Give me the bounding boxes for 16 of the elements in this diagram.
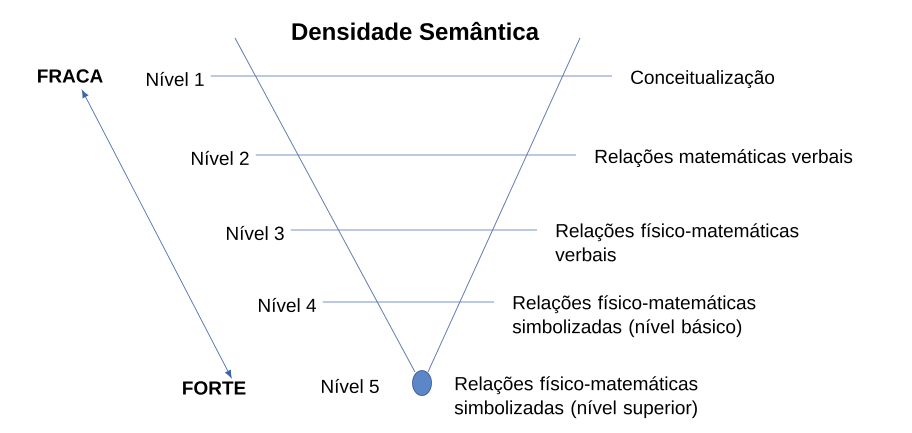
level-description: Relações físico-matemáticas verbais <box>555 223 798 262</box>
level-label: Nível 1 <box>147 72 204 86</box>
tip-ellipse <box>412 370 432 396</box>
level-description: Relações matemáticas verbais <box>596 149 852 167</box>
level-label: Nível 2 <box>192 150 249 166</box>
strength-label: FRACA <box>38 69 103 83</box>
double-arrow <box>82 90 232 378</box>
level-description: Relações físico-matemáticas simbolizadas (nível superior) <box>454 376 698 418</box>
level-label: Nível 5 <box>322 378 379 394</box>
level-line <box>255 154 576 156</box>
title: Densidade Semântica <box>292 22 540 40</box>
level-description: Conceitualização <box>631 70 774 88</box>
level-description: Relações físico-matemáticas simbolizadas (nível básico) <box>512 295 756 338</box>
level-label: Nível 4 <box>259 298 316 312</box>
level-label: Nível 3 <box>227 226 284 240</box>
strength-label: FORTE <box>183 381 246 395</box>
